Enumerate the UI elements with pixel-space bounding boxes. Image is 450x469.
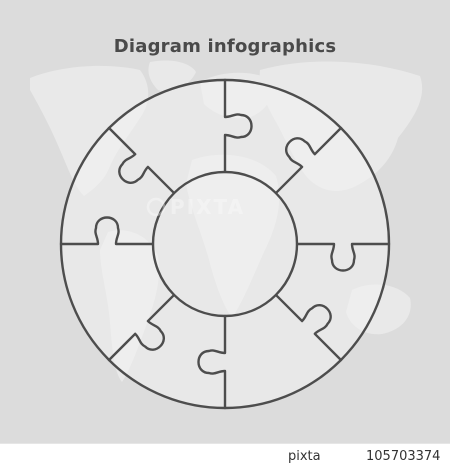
puzzle-ring xyxy=(59,78,391,410)
watermark-brand: PIXTA xyxy=(170,195,245,219)
map-north-america xyxy=(30,65,149,197)
puzzle-divider-5 xyxy=(197,314,227,410)
puzzle-divider-2 xyxy=(274,126,343,195)
puzzle-divider-3 xyxy=(295,242,391,272)
stock-footer: pixta 105703374 xyxy=(0,443,450,469)
map-greenland xyxy=(148,60,196,92)
puzzle-divider-6 xyxy=(107,293,176,362)
puzzle-divider-4 xyxy=(274,293,343,362)
diagram-svg: PIXTA xyxy=(30,60,423,410)
watermark-logo-icon xyxy=(146,197,166,217)
footer-brand: pixta xyxy=(288,449,321,464)
puzzle-divider-7 xyxy=(59,216,155,246)
puzzle-divider-1 xyxy=(223,78,253,174)
footer-stock-id: 105703374 xyxy=(366,449,441,464)
pixta-watermark: PIXTA xyxy=(146,195,245,219)
ring-fill xyxy=(60,79,390,409)
diagram-title: Diagram infographics xyxy=(113,36,337,57)
puzzle-divider-8 xyxy=(107,126,176,195)
